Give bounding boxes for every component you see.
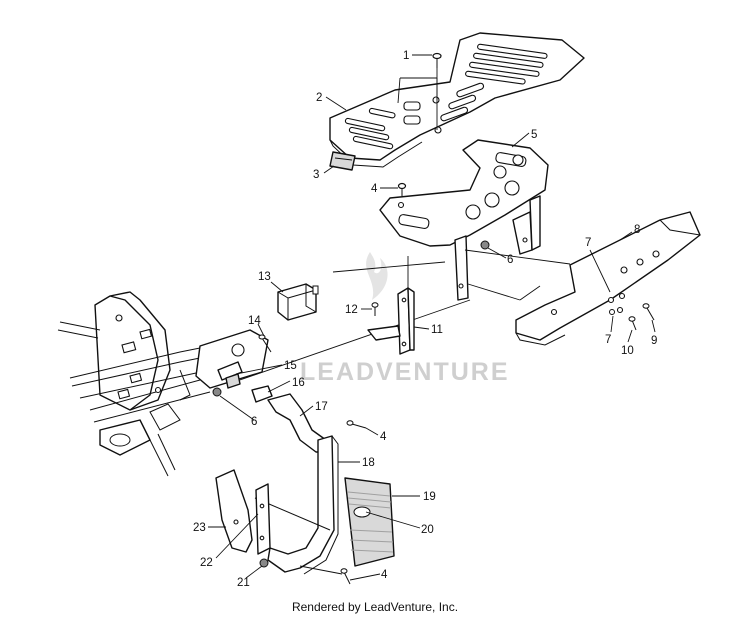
- part-19-mud-flap: [344, 477, 395, 567]
- callout-20: 20: [421, 524, 434, 536]
- callout-7-upper: 7: [585, 237, 591, 249]
- callout-4-upper: 4: [371, 183, 378, 195]
- callout-16: 16: [292, 377, 305, 389]
- part-12-bolt: [371, 302, 379, 316]
- callout-8: 8: [634, 224, 640, 236]
- callout-6-upper: 6: [507, 254, 513, 266]
- part-15-hitch-clip: [217, 361, 243, 389]
- callout-3: 3: [313, 169, 319, 181]
- part-13-tail-light: [277, 283, 319, 321]
- callout-13: 13: [258, 271, 271, 283]
- callout-14: 14: [248, 315, 261, 327]
- part-5-mount-bracket: [379, 139, 549, 301]
- part-8-rear-bumper: [515, 211, 701, 346]
- callout-6-lower: 6: [251, 416, 257, 428]
- callout-22: 22: [200, 557, 213, 569]
- part-7-washer: [609, 309, 615, 315]
- part-22-upright: [255, 483, 271, 555]
- callout-5: 5: [531, 129, 537, 141]
- part-10-bolt: [628, 316, 637, 331]
- callout-9: 9: [651, 335, 657, 347]
- part-11-support-bracket: [367, 287, 415, 355]
- frame-assembly: [57, 291, 269, 477]
- callout-11: 11: [431, 324, 443, 336]
- callout-4-mid: 4: [380, 431, 387, 443]
- part-2-rear-rack: [329, 32, 585, 168]
- part-4-bolt-upper: [397, 182, 407, 196]
- part-21-nut: [259, 558, 269, 568]
- callout-leaders: [208, 54, 656, 581]
- callout-17: 17: [315, 401, 328, 413]
- part-6-nut-upper: [480, 240, 490, 250]
- part-9-bolt: [642, 303, 655, 321]
- callout-15: 15: [284, 360, 297, 372]
- callout-7-lower: 7: [605, 334, 611, 346]
- callout-2: 2: [316, 92, 322, 104]
- part-4-bolt-mid: [346, 420, 367, 429]
- callout-12: 12: [345, 304, 358, 316]
- callout-4-bottom: 4: [381, 569, 388, 581]
- part-3-reflector: [329, 151, 356, 171]
- callout-numbers: 1 2 3 4 5 6 7 8 9 7 10 11 12 13 14 15 16…: [193, 50, 657, 589]
- callout-19: 19: [423, 491, 436, 503]
- callout-10: 10: [621, 345, 634, 357]
- callout-18: 18: [362, 457, 375, 469]
- rack-slots: [344, 43, 548, 150]
- watermark: LEADVENTURE: [300, 252, 510, 386]
- part-4-bolt-bottom: [299, 565, 351, 585]
- callout-21: 21: [237, 577, 250, 589]
- watermark-text: LEADVENTURE: [300, 358, 510, 386]
- footer-credit: Rendered by LeadVenture, Inc.: [291, 600, 459, 614]
- callout-23: 23: [193, 522, 206, 534]
- part-6-nut-lower: [212, 387, 222, 397]
- callout-1: 1: [403, 50, 409, 62]
- part-23-side-plate: [215, 469, 253, 553]
